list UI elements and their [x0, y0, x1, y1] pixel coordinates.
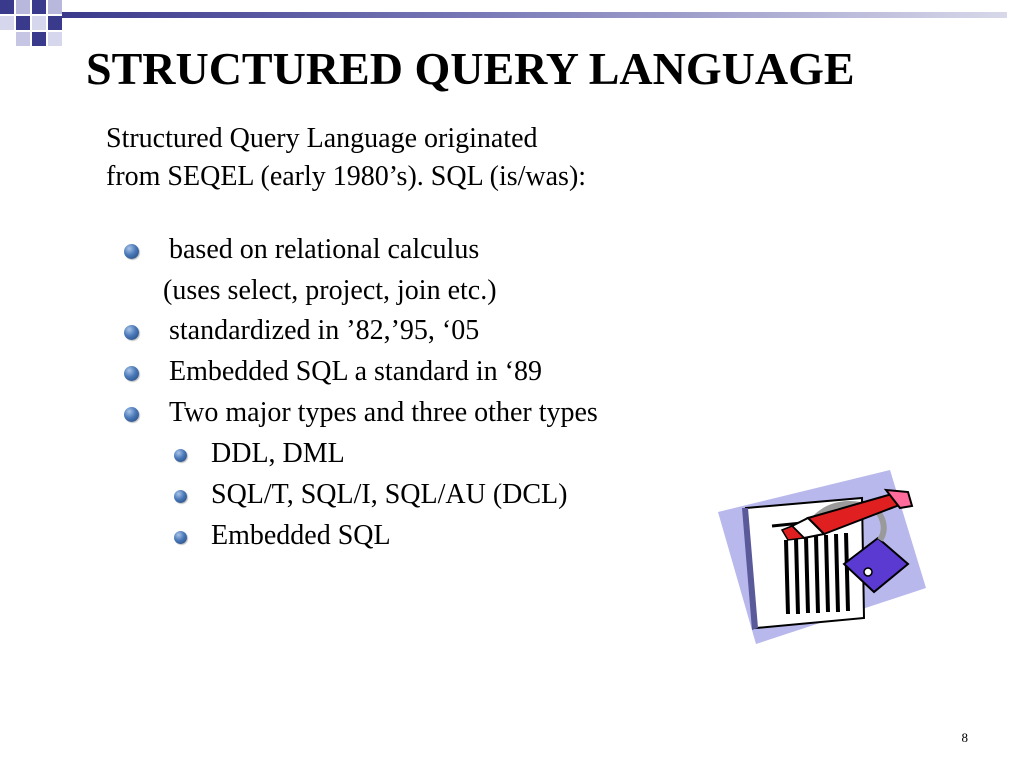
corner-squares-decoration [0, 0, 62, 46]
intro-line-2: from SEQEL (early 1980’s). SQL (is/was): [106, 161, 587, 192]
bullet-item: Embedded SQL a standard in ‘89 [169, 356, 542, 387]
document-pen-clipart-icon [718, 470, 926, 644]
sphere-sub-bullet-icon [174, 449, 187, 462]
bullet-item: standardized in ’82,’95, ‘05 [169, 315, 480, 346]
sub-bullet-item: Embedded SQL [211, 520, 391, 551]
sphere-bullet-icon [124, 244, 139, 259]
intro-paragraph: Structured Query Language originated fro… [106, 120, 786, 196]
sphere-sub-bullet-icon [174, 490, 187, 503]
sphere-bullet-icon [124, 325, 139, 340]
sphere-bullet-icon [124, 407, 139, 422]
sphere-bullet-icon [124, 366, 139, 381]
slide-title: STRUCTURED QUERY LANGUAGE [86, 43, 855, 94]
page-number: 8 [961, 730, 969, 745]
bullet-item: based on relational calculus [169, 234, 480, 265]
top-gradient-rule [62, 12, 1007, 18]
sub-bullet-item: SQL/T, SQL/I, SQL/AU (DCL) [211, 479, 568, 510]
bullet-item: Two major types and three other types [169, 397, 598, 428]
intro-line-1: Structured Query Language originated [106, 123, 538, 154]
sub-bullet-item: DDL, DML [211, 438, 345, 469]
sphere-sub-bullet-icon [174, 531, 187, 544]
bullet-item-continuation: (uses select, project, join etc.) [163, 275, 497, 306]
